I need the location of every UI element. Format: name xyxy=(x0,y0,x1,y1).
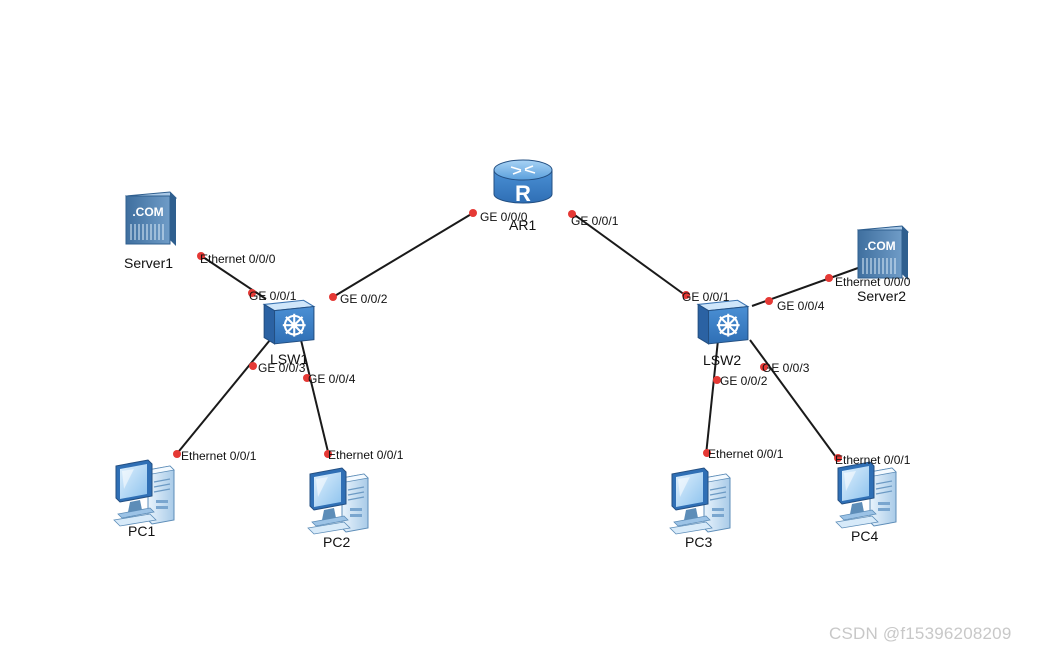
node-label-pc1: PC1 xyxy=(128,523,155,539)
port-dot-pc1-e001 xyxy=(173,450,181,458)
node-label-ar1: AR1 xyxy=(509,217,536,233)
server-server1[interactable]: .COM Server1 xyxy=(124,191,178,271)
port-dot-lsw1-g002 xyxy=(329,293,337,301)
port-label-lsw2-g002: GE 0/0/2 xyxy=(720,374,768,388)
port-dot-ar1-g001 xyxy=(568,210,576,218)
port-label-server1-e000: Ethernet 0/0/0 xyxy=(200,252,276,266)
server-server2[interactable]: .COM Server2 xyxy=(856,225,910,304)
port-label-lsw1-g003: GE 0/0/3 xyxy=(258,361,306,375)
pc-icon xyxy=(669,467,731,535)
port-dot-lsw1-g003 xyxy=(249,362,257,370)
router-ar1[interactable]: R AR1 xyxy=(493,159,553,233)
link-lsw1-pc2 xyxy=(300,339,330,457)
port-dot-pc3-e001 xyxy=(703,449,711,457)
link-lsw2-pc3 xyxy=(705,339,719,456)
link-lsw2-pc4 xyxy=(749,339,839,461)
port-dots xyxy=(173,209,842,462)
port-dot-lsw2-g001 xyxy=(682,291,690,299)
port-dot-lsw2-g004 xyxy=(765,297,773,305)
port-label-lsw2-g003: GE 0/0/3 xyxy=(762,361,810,375)
port-label-lsw2-g004: GE 0/0/4 xyxy=(777,299,825,313)
switch-icon xyxy=(697,299,749,345)
switch-lsw2[interactable]: LSW2 xyxy=(697,299,749,368)
port-label-pc4-e001: Ethernet 0/0/1 xyxy=(835,453,911,467)
port-label-server2-e000: Ethernet 0/0/0 xyxy=(835,275,911,289)
port-dot-lsw1-g004 xyxy=(303,374,311,382)
pc-icon xyxy=(307,467,369,535)
port-dot-lsw2-g003 xyxy=(760,363,768,371)
port-label-lsw1-g004: GE 0/0/4 xyxy=(308,372,356,386)
server-icon: .COM xyxy=(856,225,910,280)
port-dot-server1-e000 xyxy=(197,252,205,260)
server1-badge: .COM xyxy=(132,205,163,219)
links xyxy=(174,212,859,461)
port-label-pc3-e001: Ethernet 0/0/1 xyxy=(708,447,784,461)
pc-icon xyxy=(113,459,175,527)
node-label-pc3: PC3 xyxy=(685,534,712,550)
pc-icon xyxy=(835,461,897,529)
port-dot-pc2-e001 xyxy=(324,450,332,458)
router-badge: R xyxy=(515,181,531,206)
pc-pc1[interactable]: PC1 xyxy=(113,459,175,539)
port-dot-ar1-g000 xyxy=(469,209,477,217)
node-label-pc4: PC4 xyxy=(851,528,878,544)
router-icon: R xyxy=(493,159,553,206)
pc-pc3[interactable]: PC3 xyxy=(669,467,731,550)
node-label-lsw2: LSW2 xyxy=(703,352,741,368)
port-label-lsw1-g001: GE 0/0/1 xyxy=(249,289,297,303)
switch-lsw1[interactable]: LSW1 xyxy=(263,299,315,367)
port-label-pc2-e001: Ethernet 0/0/1 xyxy=(328,448,404,462)
port-dot-server2-e000 xyxy=(825,274,833,282)
link-ar1-lsw1 xyxy=(332,212,474,298)
port-label-lsw1-g002: GE 0/0/2 xyxy=(340,292,388,306)
link-ar1-lsw2 xyxy=(571,212,686,296)
switch-icon xyxy=(263,299,315,345)
port-label-ar1-g001: GE 0/0/1 xyxy=(571,214,619,228)
pc-pc2[interactable]: PC2 xyxy=(307,467,369,550)
port-dot-lsw1-g001 xyxy=(248,289,256,297)
link-lsw1-pc1 xyxy=(174,339,271,457)
node-label-pc2: PC2 xyxy=(323,534,350,550)
port-label-ar1-g000: GE 0/0/0 xyxy=(480,210,528,224)
port-dot-lsw2-g002 xyxy=(713,376,721,384)
port-label-lsw2-g001: GE 0/0/1 xyxy=(682,290,730,304)
node-label-server2: Server2 xyxy=(857,288,906,304)
node-label-lsw1: LSW1 xyxy=(270,351,308,367)
pc-pc4[interactable]: PC4 xyxy=(835,461,897,544)
port-labels: GE 0/0/0 GE 0/0/1 GE 0/0/2 GE 0/0/1 Ethe… xyxy=(181,210,911,467)
server-icon: .COM xyxy=(124,191,178,246)
port-dot-pc4-e001 xyxy=(834,454,842,462)
watermark: CSDN @f15396208209 xyxy=(829,624,1012,643)
node-label-server1: Server1 xyxy=(124,255,173,271)
port-label-pc1-e001: Ethernet 0/0/1 xyxy=(181,449,257,463)
server2-badge: .COM xyxy=(864,239,895,253)
